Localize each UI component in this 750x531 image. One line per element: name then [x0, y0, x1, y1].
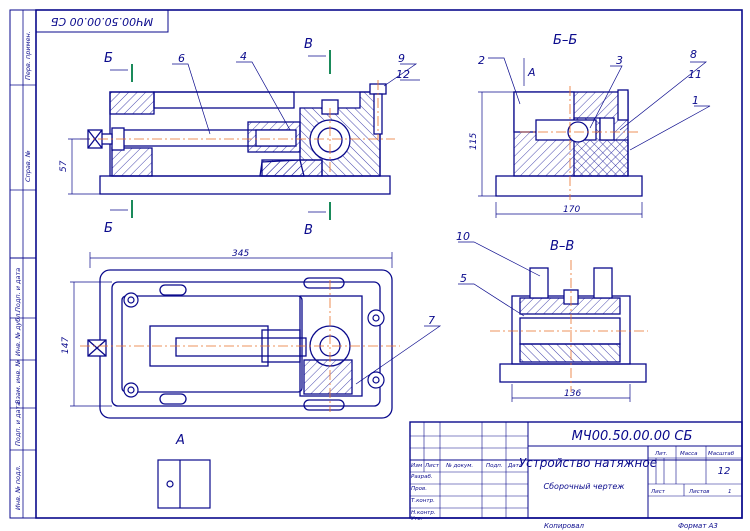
tb-izm: Изм	[411, 463, 422, 469]
format-label: Формат А3	[678, 522, 718, 530]
callout-2: 2	[478, 54, 485, 67]
strip-inv-podl: Инв. № подл.	[14, 465, 22, 510]
cut-marks	[110, 50, 331, 220]
section-vv	[499, 267, 647, 383]
strip-podp-data-2: Подп. и дата	[14, 402, 22, 446]
dims-bb	[478, 57, 711, 218]
top-view-axes	[80, 280, 400, 412]
tb-title: Устройство натяжное	[519, 456, 657, 470]
tb-razrab: Разраб.	[411, 474, 433, 480]
dim-57-label: 57	[59, 160, 69, 172]
view-a-title: А	[175, 433, 185, 448]
section-bb-axes	[520, 86, 640, 200]
dim-115: 115	[469, 133, 479, 150]
tb-subtitle: Сборочный чертеж	[544, 482, 626, 491]
cut-b-bottom: Б	[104, 221, 113, 236]
callout-3: 3	[616, 54, 623, 67]
callout-9: 9	[398, 52, 405, 65]
tb-list: Лист	[424, 463, 440, 469]
tb-lit: Лит.	[654, 451, 668, 457]
strip-inv-dubl: Инв. № дубл.	[14, 312, 22, 356]
tb-masshtab: Масштаб	[708, 451, 735, 457]
tb-data: Дата	[507, 463, 523, 469]
tb-listov: Листов	[688, 489, 710, 495]
cut-v-bottom: В	[304, 223, 313, 238]
tb-designation: МЧ00.50.00.00 СБ	[572, 429, 693, 444]
dim-345: 345	[232, 249, 249, 259]
section-bb	[495, 89, 643, 197]
strip-perv-primen: Перв. примен.	[24, 31, 32, 80]
tb-doc-no: № докум.	[445, 463, 473, 469]
dim-147: 147	[61, 337, 71, 354]
side-strip: Перв. примен. Справ. № Подп. и дата Инв.…	[14, 31, 32, 510]
cut-v-top: В	[304, 37, 313, 52]
strip-sprav: Справ. №	[24, 150, 32, 182]
tb-podp: Подп.	[486, 463, 503, 469]
strip-vzam-inv: Взам. инв. №	[14, 360, 22, 404]
copied-label: Копировал	[544, 522, 585, 530]
tb-utv: Утв.	[411, 516, 423, 522]
callout-11: 11	[688, 68, 702, 81]
title-block-labels: Изм Лист № докум. Подп. Дата Разраб. Про…	[411, 451, 735, 522]
callout-7: 7	[428, 314, 435, 327]
callout-10: 10	[456, 230, 470, 243]
callout-5: 5	[460, 272, 467, 285]
tb-prov: Пров.	[411, 486, 427, 492]
tb-massa: Масса	[680, 451, 698, 457]
section-vv-axes	[490, 260, 648, 392]
section-bb-title: Б–Б	[553, 33, 577, 48]
section-vv-title: В–В	[550, 239, 574, 254]
top-view-bolts	[123, 292, 385, 398]
title-block	[409, 421, 743, 519]
tb-tkontr: Т.контр.	[411, 498, 435, 504]
view-a-arrow: А	[527, 66, 536, 79]
dim-170: 170	[563, 205, 580, 215]
callout-12: 12	[396, 68, 410, 81]
rotated-designation: МЧ00.50.00.00 СБ	[51, 15, 153, 28]
strip-podp-data-1: Подп. и дата	[14, 268, 22, 312]
callout-6: 6	[178, 52, 185, 65]
view-a	[157, 459, 211, 509]
dim-136: 136	[564, 389, 581, 399]
callout-1: 1	[692, 94, 699, 107]
callout-8: 8	[690, 48, 697, 61]
tb-nkontr: Н.контр.	[411, 510, 436, 516]
dims-top	[70, 252, 442, 407]
cut-b-top: Б	[104, 51, 113, 66]
dim-57	[68, 138, 100, 195]
tb-sheets: 12	[718, 466, 731, 477]
tb-list2: Лист	[650, 489, 666, 495]
tb-listov-value: 1	[728, 489, 732, 495]
frame	[9, 9, 743, 519]
callout-4: 4	[240, 50, 247, 63]
leaders-front	[172, 61, 420, 135]
dims-vv	[458, 241, 631, 402]
front-view-axes	[80, 80, 395, 175]
